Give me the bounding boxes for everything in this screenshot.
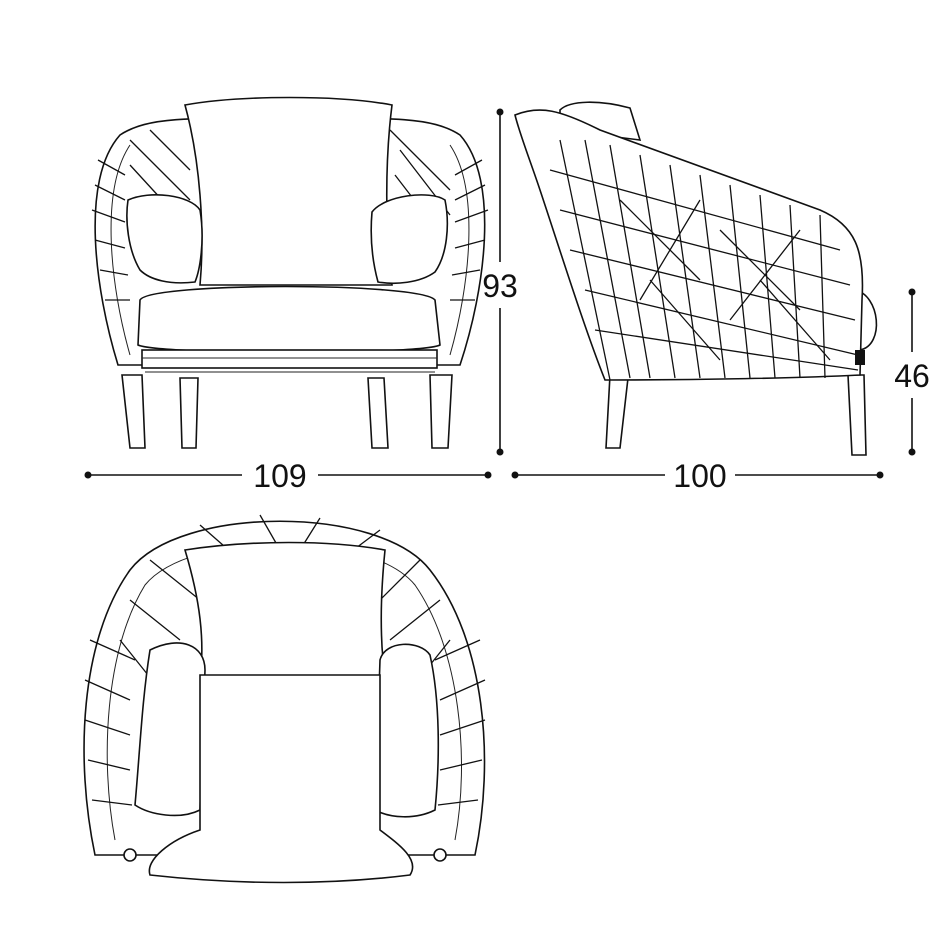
side-frame-cap — [855, 350, 865, 365]
top-view — [83, 514, 486, 884]
dimension-seat-height-label: 46 — [894, 358, 930, 394]
front-back-cushion — [183, 96, 393, 286]
front-view — [91, 96, 489, 449]
dimension-depth-label: 100 — [673, 458, 726, 494]
front-pillow-right — [370, 194, 449, 285]
side-weave — [549, 139, 859, 381]
top-weave — [84, 514, 486, 806]
side-leg-front — [605, 374, 629, 449]
top-pillow-right — [374, 643, 440, 818]
front-pillow-left — [126, 194, 203, 284]
top-leg-left — [123, 848, 137, 862]
front-seat-rail — [141, 349, 438, 369]
dimension-height-label: 93 — [482, 268, 518, 304]
front-leg-right — [429, 374, 453, 449]
front-rail-lines — [142, 357, 437, 373]
front-seat-cushion — [137, 285, 441, 354]
top-pillow-left — [134, 642, 206, 817]
front-leg-inner-right — [367, 377, 389, 449]
front-leg-inner-left — [179, 377, 199, 449]
front-frame-inner — [110, 144, 470, 356]
dimension-height: 93 — [482, 108, 518, 456]
dimension-width-label: 109 — [253, 458, 306, 494]
dimension-width: 109 — [84, 458, 492, 494]
top-seat-cushion — [148, 674, 414, 884]
dimension-seat-height: 46 — [894, 288, 930, 456]
side-leg-back — [847, 374, 867, 456]
side-frame — [514, 109, 864, 381]
top-leg-right — [433, 848, 447, 862]
side-view — [514, 101, 878, 456]
dimension-depth: 100 — [511, 458, 884, 494]
front-leg-left — [121, 374, 146, 449]
top-back-cushion — [183, 541, 386, 681]
